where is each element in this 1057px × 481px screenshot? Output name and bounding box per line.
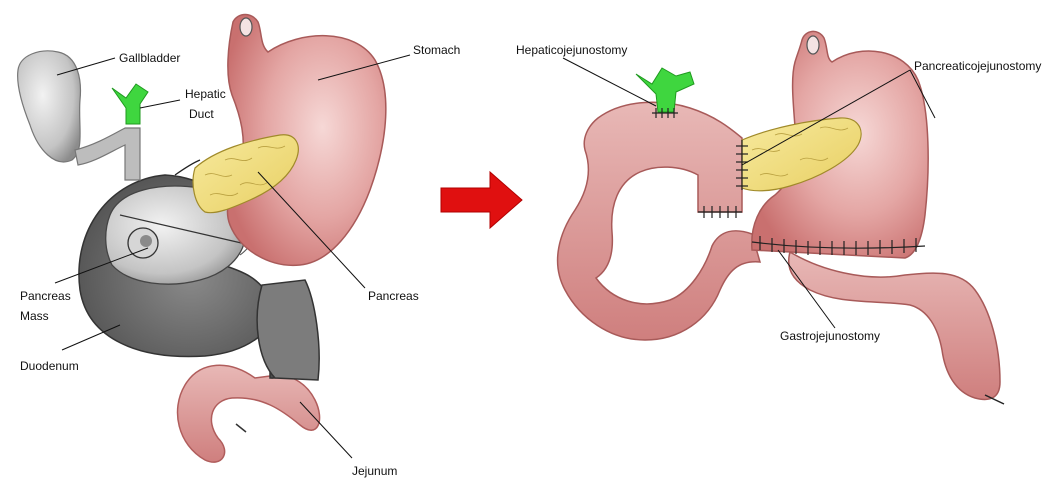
preop-anatomy: Gallbladder Hepatic Duct Stomach Pancrea… (18, 15, 461, 479)
stomach-left (227, 15, 385, 266)
efferent-limb (789, 252, 1000, 399)
label-hepatic-duct-line2: Duct (189, 107, 214, 121)
hepatic-duct (112, 84, 148, 124)
gallbladder (18, 51, 81, 162)
postop-reconstruction: Hepaticojejunostomy Pancreaticojejunosto… (516, 31, 1041, 404)
right-arrow-icon (441, 172, 522, 228)
label-pancreaticojejunostomy: Pancreaticojejunostomy (914, 59, 1041, 73)
label-stomach: Stomach (413, 43, 460, 57)
stump-sutures (698, 206, 742, 218)
label-pancreas-mass-line2: Mass (20, 309, 49, 323)
label-pancreas: Pancreas (368, 289, 419, 303)
label-gastrojejunostomy: Gastrojejunostomy (780, 329, 880, 343)
label-gallbladder: Gallbladder (119, 51, 180, 65)
jejunal-limb (558, 102, 760, 340)
label-jejunum: Jejunum (352, 464, 397, 478)
label-hepaticojejunostomy: Hepaticojejunostomy (516, 43, 627, 57)
label-hepatic-duct-line1: Hepatic (185, 87, 226, 101)
label-pancreas-mass-line1: Pancreas (20, 289, 71, 303)
label-duodenum: Duodenum (20, 359, 79, 373)
